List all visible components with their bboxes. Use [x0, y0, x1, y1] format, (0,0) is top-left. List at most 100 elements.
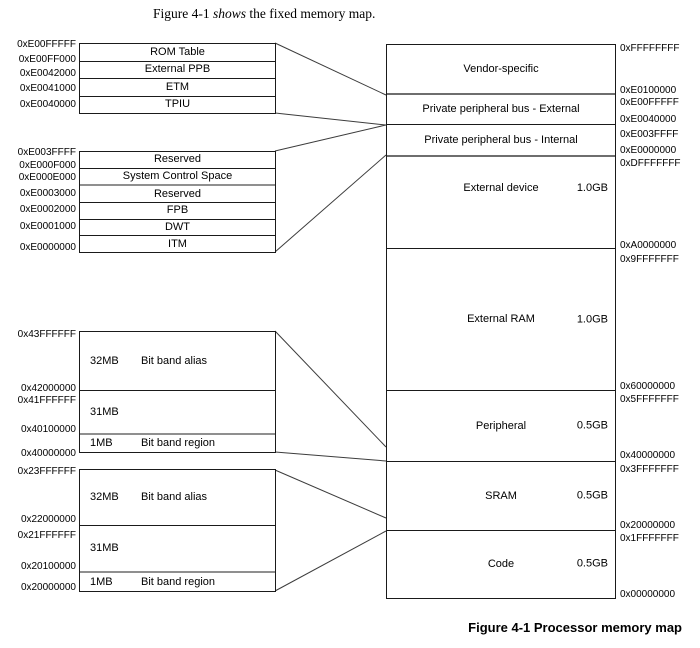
address-label: 0xE0003000: [19, 188, 76, 199]
address-label: 0xE000E000: [18, 172, 76, 183]
address-label: 0xE0040000: [19, 99, 76, 110]
address-label: 0x40100000: [20, 424, 76, 435]
intro-italic-word: shows: [213, 6, 247, 21]
memory-row-reserved: Reserved: [80, 152, 275, 168]
address-label: 0xFFFFFFFF: [620, 43, 680, 54]
address-label: 0xE0000000: [620, 145, 677, 156]
internal-ppb-detail-box: Reserved System Control Space Reserved F…: [79, 151, 276, 253]
size-label: 1MB: [90, 575, 113, 588]
address-label: 0xE0001000: [19, 221, 76, 232]
connector-line: [274, 154, 387, 253]
row-label: Bit band alias: [141, 354, 208, 367]
region-name: Private peripheral bus - Internal: [424, 133, 578, 146]
address-label: 0xE003FFFF: [17, 147, 76, 158]
row-label: TPIU: [164, 98, 191, 111]
address-label: 0xE00FF000: [18, 54, 76, 65]
address-label: 0x40000000: [20, 448, 76, 459]
row-label: Bit band region: [141, 437, 215, 449]
memory-row-itm: ITM: [80, 235, 275, 252]
region-name: External device: [463, 182, 539, 194]
region-name: External RAM: [467, 313, 535, 325]
bitband-middle-row: 31MB: [80, 390, 275, 433]
size-label: 32MB: [90, 354, 119, 367]
size-label: 31MB: [90, 405, 119, 418]
address-label: 0xE000F000: [19, 160, 76, 171]
address-label: 0x22000000: [20, 514, 76, 525]
region-name: Code: [487, 557, 515, 570]
address-label: 0xE00FFFFF: [620, 97, 679, 108]
memory-map-box: Vendor-specific Private peripheral bus -…: [386, 44, 616, 599]
address-label: 0x23FFFFFF: [17, 466, 76, 477]
memory-row-dwt: DWT: [80, 218, 275, 236]
connector-line: [274, 451, 387, 462]
intro-prefix: Figure 4-1: [153, 6, 213, 21]
bitband-sram-detail-box: 32MB Bit band alias 31MB 1MB Bit band re…: [79, 469, 276, 592]
bitband-peripheral-detail-box: 32MB Bit band alias 31MB 1MB Bit band re…: [79, 331, 276, 453]
bitband-alias-row: 32MB Bit band alias: [80, 470, 275, 525]
region-name: Peripheral: [475, 419, 527, 432]
address-label: 0x20100000: [20, 561, 76, 572]
region-name: SRAM: [485, 489, 517, 502]
memory-row-fpb: FPB: [80, 202, 275, 219]
size-label: 1MB: [90, 437, 113, 449]
bitband-alias-row: 32MB Bit band alias: [80, 332, 275, 390]
connector-line: [274, 42, 387, 96]
memory-region-ppb-internal: Private peripheral bus - Internal: [387, 124, 615, 155]
address-label: 0x1FFFFFFF: [620, 533, 679, 544]
connector-line: [274, 530, 387, 592]
address-label: 0xDFFFFFFF: [620, 158, 681, 169]
memory-region-code: Code 0.5GB: [387, 530, 615, 597]
connector-line: [274, 469, 387, 519]
row-label: ETM: [165, 80, 190, 93]
intro-suffix: the fixed memory map.: [246, 6, 376, 21]
address-label: 0xE0042000: [19, 68, 76, 79]
row-label: Reserved: [153, 153, 202, 166]
address-label: 0xE0100000: [620, 85, 677, 96]
row-label: DWT: [164, 221, 191, 234]
address-label: 0xE0041000: [19, 83, 76, 94]
address-label: 0x00000000: [620, 589, 676, 600]
size-label: 32MB: [90, 491, 119, 503]
row-label: ROM Table: [150, 45, 205, 58]
address-label: 0x42000000: [20, 383, 76, 394]
connector-line: [274, 124, 387, 152]
address-label: 0x5FFFFFFF: [620, 394, 679, 405]
memory-region-vendor-specific: Vendor-specific: [387, 45, 615, 93]
memory-region-external-ram: External RAM 1.0GB: [387, 248, 615, 390]
memory-row-etm: ETM: [80, 78, 275, 96]
row-label: External PPB: [144, 63, 211, 76]
address-label: 0x40000000: [620, 450, 676, 461]
connector-line: [274, 112, 387, 126]
external-ppb-detail-box: ROM Table External PPB ETM TPIU: [79, 43, 276, 114]
address-label: 0xA0000000: [620, 240, 677, 251]
address-label: 0xE00FFFFF: [17, 39, 76, 50]
address-label: 0x9FFFFFFF: [620, 254, 679, 265]
address-label: 0xE003FFFF: [620, 129, 679, 140]
address-label: 0xE0002000: [19, 204, 76, 215]
connector-line: [274, 330, 387, 448]
row-label: ITM: [168, 237, 187, 250]
region-size: 1.0GB: [576, 313, 608, 325]
row-label: Reserved: [153, 187, 202, 200]
region-name: Vendor-specific: [463, 62, 539, 75]
bitband-middle-row: 31MB: [80, 525, 275, 571]
memory-region-peripheral: Peripheral 0.5GB: [387, 390, 615, 461]
memory-row-reserved: Reserved: [80, 184, 275, 202]
address-label: 0x43FFFFFF: [17, 329, 76, 340]
region-size: 0.5GB: [576, 557, 608, 570]
region-size: 0.5GB: [576, 419, 608, 432]
memory-row-rom-table: ROM Table: [80, 44, 275, 61]
row-label: Bit band region: [141, 575, 215, 588]
row-label: FPB: [166, 204, 189, 217]
address-label: 0x60000000: [620, 381, 676, 392]
address-label: 0x41FFFFFF: [17, 395, 76, 406]
region-name: Private peripheral bus - External: [422, 103, 580, 115]
region-size: 1.0GB: [576, 182, 608, 194]
row-label: Bit band alias: [141, 491, 208, 503]
size-label: 31MB: [90, 542, 119, 554]
row-label: System Control Space: [122, 170, 233, 182]
memory-region-sram: SRAM 0.5GB: [387, 461, 615, 530]
bitband-region-row: 1MB Bit band region: [80, 571, 275, 591]
